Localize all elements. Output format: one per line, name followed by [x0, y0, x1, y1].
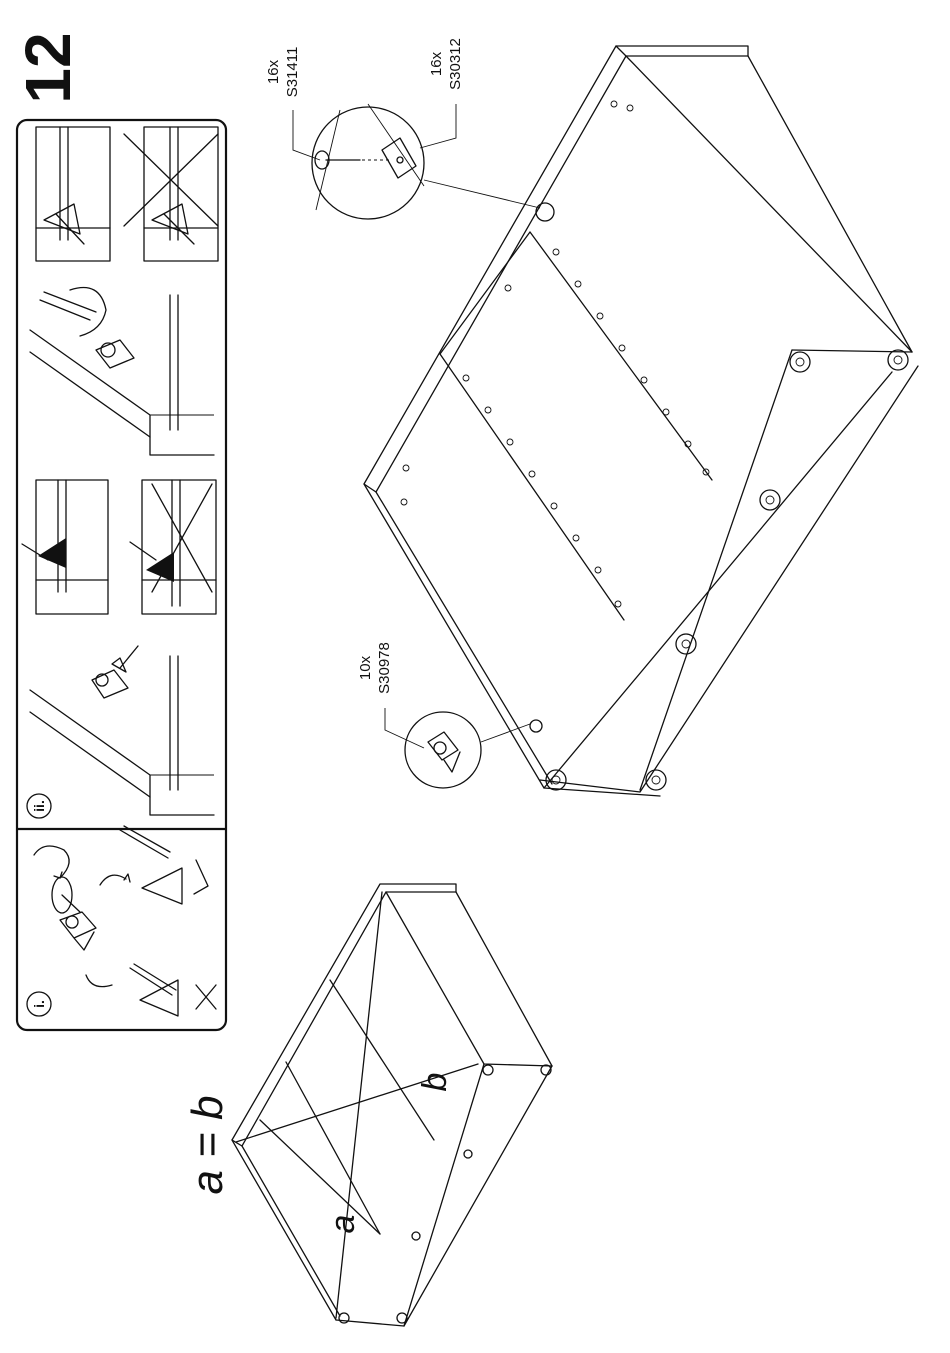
- zoom-detail-cam: [405, 712, 530, 788]
- part-qty: 10x: [357, 655, 374, 680]
- screw-correct-detail: [100, 826, 208, 904]
- part-callout-s30978: 10x S30978: [357, 642, 424, 748]
- screw-flush-correct-detail: [36, 127, 110, 261]
- diagonal-label-b: b: [416, 1073, 454, 1092]
- cam-tighten-detail: [30, 288, 214, 456]
- part-code: S30978: [376, 642, 393, 694]
- cam-insert-detail: [30, 646, 214, 815]
- diagonal-a: [336, 892, 382, 1318]
- cabinet-assembly-large: [364, 46, 918, 796]
- part-code: S30312: [447, 38, 464, 90]
- screw-flush-wrong-detail: [124, 127, 218, 261]
- part-callout-s30312: 16x S30312: [420, 38, 464, 148]
- cam-lock-rotation-detail: [34, 846, 96, 950]
- part-code: S31411: [284, 47, 301, 98]
- sub-step-i-marker: i.: [27, 992, 51, 1016]
- sub-step-ii-marker: ii.: [27, 794, 51, 818]
- dowel-wrong-detail: [130, 480, 216, 614]
- part-qty: 16x: [428, 51, 445, 76]
- dowel-correct-detail: [22, 480, 108, 614]
- part-qty: 16x: [265, 59, 282, 84]
- screw-wrong-detail: [86, 964, 216, 1016]
- screw-markers: [463, 249, 709, 607]
- svg-text:ii.: ii.: [31, 800, 47, 812]
- step-number: 12: [12, 32, 84, 103]
- part-callout-s31411: 16x S31411: [265, 47, 320, 160]
- zoom-detail-screw-plate: [312, 104, 540, 219]
- cam-holes: [401, 101, 908, 790]
- cabinet-diagonal-check: a b a = b: [183, 884, 552, 1326]
- diagonal-equation: a = b: [183, 1095, 232, 1194]
- svg-text:i.: i.: [31, 1000, 47, 1008]
- diagonal-label-a: a: [324, 1215, 362, 1234]
- instruction-panel: i. ii.: [17, 120, 226, 1030]
